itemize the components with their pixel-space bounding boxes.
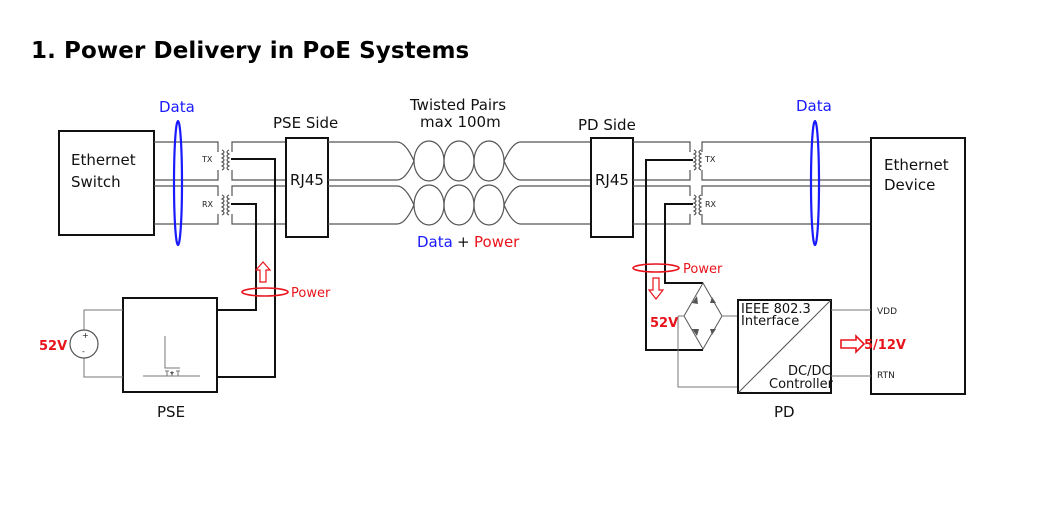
ethernet-switch: Ethernet Switch — [58, 130, 155, 236]
source-minus: - — [82, 347, 85, 356]
pd-label: PD — [774, 403, 795, 421]
data-plus-power-plus: + — [457, 233, 470, 251]
twisted-pairs-label-1: Twisted Pairs — [409, 96, 506, 114]
pd-side-label: PD Side — [578, 116, 636, 134]
power-ellipse-right — [632, 263, 680, 273]
ieee-label-1: IEEE 802.3 — [741, 302, 811, 317]
rj45-left-box — [285, 137, 329, 238]
arrow-right-icon — [840, 334, 866, 354]
rx-right-label: RX — [705, 200, 717, 209]
rx-left-label: RX — [202, 200, 214, 209]
pse-box — [122, 297, 218, 393]
ethernet-switch-box — [58, 130, 155, 236]
data-label-left: Data — [159, 98, 195, 116]
pd-block: IEEE 802.3 Interface DC/DC Controller PD — [737, 299, 834, 421]
power-indicator-left: Power — [241, 261, 331, 301]
pd-power-wire-rx — [664, 203, 703, 284]
power-ellipse-left — [241, 287, 289, 297]
mosfet-icon — [143, 336, 200, 377]
transformer-rx-right: RX — [692, 194, 717, 216]
ethernet-device-label-1: Ethernet — [884, 156, 949, 174]
data-plus-power-power: Power — [474, 233, 520, 251]
pse-label: PSE — [157, 403, 185, 421]
voltage-source-icon — [69, 329, 99, 359]
rj45-right-box — [590, 137, 634, 238]
pse-power-wire-tx — [217, 158, 276, 378]
rj45-right-label: RJ45 — [595, 171, 629, 189]
ieee-label-2: Interface — [741, 314, 799, 329]
power-label-right: Power — [683, 262, 723, 277]
data-plus-power-data: Data — [417, 233, 453, 251]
arrow-up-icon — [254, 261, 272, 283]
bridge-return-wire — [677, 316, 738, 388]
pse-power-wire-rx — [217, 203, 257, 311]
rtn-label: RTN — [877, 371, 895, 381]
diode-bridge-icon — [678, 281, 738, 351]
voltage-label-left: 52V — [39, 339, 67, 354]
rj45-left-label: RJ45 — [290, 171, 324, 189]
twisted-pairs-label-2: max 100m — [420, 113, 501, 131]
switch-data-lines — [154, 141, 219, 225]
ethernet-switch-label-1: Ethernet — [71, 151, 136, 169]
power-label-left: Power — [291, 286, 331, 301]
tx-left-label: TX — [201, 155, 213, 164]
transformer-rx-left: RX — [202, 194, 231, 216]
ethernet-device-box — [870, 137, 966, 395]
dcdc-label-1: DC/DC — [788, 364, 831, 379]
device-data-lines — [701, 141, 871, 225]
pse-secondary-lines — [231, 141, 286, 225]
vdd-label: VDD — [877, 307, 897, 317]
data-ellipse-right — [809, 119, 821, 247]
transformer-tx-right: TX — [692, 149, 716, 171]
pse-side-label: PSE Side — [273, 114, 338, 132]
dcdc-label-2: Controller — [769, 377, 834, 392]
tx-right-label: TX — [704, 155, 716, 164]
arrow-down-icon — [647, 277, 665, 300]
power-indicator-right: Power — [632, 262, 723, 300]
data-ellipse-left — [172, 119, 184, 247]
pd-power-wire-tx — [645, 159, 703, 351]
ethernet-device: Ethernet Device VDD RTN — [870, 137, 966, 395]
page-title: 1. Power Delivery in PoE Systems — [31, 38, 470, 64]
voltage-source-left: + - 52V — [39, 309, 123, 378]
data-label-right: Data — [796, 97, 832, 115]
voltage-label-right: 52V — [650, 316, 678, 331]
output-voltage-label: 5/12V — [864, 338, 906, 353]
twisted-pairs — [328, 140, 591, 226]
transformer-tx-left: TX — [201, 149, 231, 171]
source-plus: + — [82, 331, 89, 340]
ethernet-device-label-2: Device — [884, 176, 935, 194]
pse-block: PSE — [122, 297, 218, 421]
ethernet-switch-label-2: Switch — [71, 173, 121, 191]
pd-primary-lines — [633, 141, 691, 225]
